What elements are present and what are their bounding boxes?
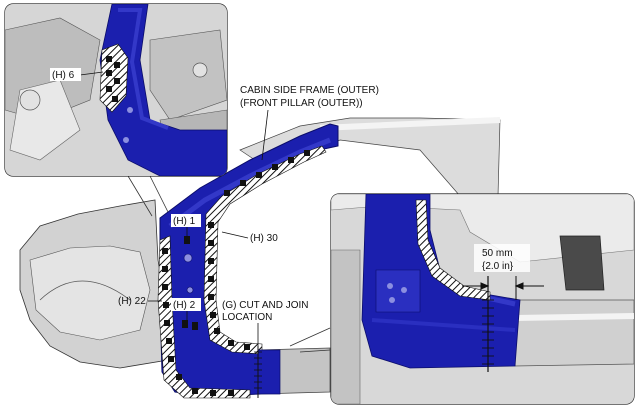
inset-top-left: (H) 6 (4, 3, 228, 177)
inset-tl-pillar (99, 4, 227, 176)
weld-band-h30 (203, 145, 327, 355)
label-bg-cut-join (220, 298, 306, 324)
body-shell-detail (29, 245, 151, 341)
dim-label-in: {2.0 in} (482, 261, 514, 272)
label-h2: (H) 2 (173, 300, 196, 311)
label-cut-join-2: LOCATION (222, 312, 272, 323)
weld-spots-h30 (208, 150, 310, 350)
main-body-view (19, 117, 501, 399)
inset-r-stem (289, 327, 331, 353)
label-cut-join-1: (G) CUT AND JOIN (222, 300, 308, 311)
pillar-hole-2 (186, 286, 194, 294)
label-h6: (H) 6 (52, 70, 75, 81)
cut-ticks-main (254, 351, 262, 389)
leader-h30 (221, 231, 249, 239)
inset-right: 50 mm {2.0 in} (330, 193, 635, 405)
inset-r-cut-ticks (482, 299, 494, 365)
label-cabin-side-frame-1: CABIN SIDE FRAME (OUTER) (240, 85, 379, 96)
weld-spot-h2-b (192, 322, 198, 330)
front-pillar-highlight (168, 137, 331, 229)
leader-cabin-side-frame (261, 109, 269, 161)
inset-r-weld (415, 199, 491, 301)
label-h30: (H) 30 (250, 233, 278, 244)
label-bg-h2 (171, 298, 201, 311)
inset-tl-stem (127, 175, 169, 217)
dim-label-bg (474, 244, 530, 272)
label-bg-h1 (171, 214, 201, 227)
callouts: CABIN SIDE FRAME (OUTER) (FRONT PILLAR (… (118, 85, 379, 346)
label-h22: (H) 22 (118, 296, 146, 307)
weld-spots-h22 (162, 248, 234, 396)
side-sill-blue (257, 349, 281, 395)
weld-spot-h1 (184, 236, 190, 244)
dim-label-mm: 50 mm (482, 248, 513, 259)
label-cabin-side-frame-2: (FRONT PILLAR (OUTER)) (240, 98, 363, 109)
body-shell-wheelarch (39, 280, 131, 301)
weld-spot-h2-a (182, 320, 188, 328)
pillar-hole-1 (183, 253, 193, 263)
roof-rail (319, 117, 501, 131)
dimension-arrows (462, 282, 544, 290)
label-h1: (H) 1 (173, 216, 196, 227)
label-bg-h6 (50, 68, 81, 81)
leader-h6 (79, 71, 104, 76)
